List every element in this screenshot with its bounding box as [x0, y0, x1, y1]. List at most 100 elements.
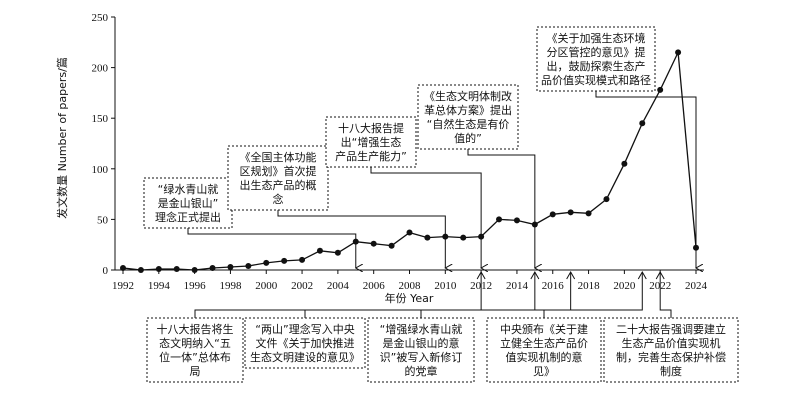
- bottom-annotation-line: 文件《关于加快推进: [256, 336, 355, 350]
- bottom-annotation-box: [367, 317, 475, 383]
- data-point: [657, 86, 664, 93]
- bottom-annotation-arrowhead: [530, 270, 540, 280]
- top-annotation-line: 出生态产品的概: [240, 178, 317, 192]
- bottom-annotation-line: 十八大报告将生: [157, 322, 234, 336]
- x-tick-label: 2018: [578, 280, 601, 292]
- top-annotation-line: 分区管控的意见》提: [547, 45, 646, 59]
- policy-annotations: “绿水青山就是金山银山”理念正式提出《全国主体功能区规划》首次提出生态产品的概念…: [143, 26, 739, 383]
- data-point: [513, 217, 520, 224]
- top-annotation-line: 区规划》首次提: [240, 164, 317, 178]
- bottom-annotation-box: [146, 317, 244, 383]
- top-annotation-arrow: [277, 210, 445, 268]
- bottom-annotation-line: 局: [190, 365, 201, 378]
- data-point: [567, 209, 574, 216]
- y-tick-label: 100: [92, 164, 109, 176]
- bottom-annotation-line: 是金山银山的意: [383, 336, 460, 350]
- x-tick-label: 2008: [399, 280, 422, 292]
- bottom-annotation-arrow: [659, 272, 672, 318]
- bottom-annotation-arrowhead: [655, 270, 665, 280]
- data-point: [263, 259, 270, 266]
- y-tick-label: 200: [92, 63, 109, 75]
- bottom-annotation-line: 生态文明建设的意见》: [250, 350, 360, 364]
- data-point: [675, 49, 682, 56]
- top-annotation-arrow: [187, 228, 356, 268]
- top-annotation-box: [143, 177, 233, 229]
- bottom-annotation-box: [244, 317, 366, 369]
- top-annotation-line: 念: [273, 192, 284, 206]
- x-tick-label: 1998: [219, 280, 242, 292]
- data-point: [424, 234, 431, 241]
- bottom-annotation-arrow: [420, 272, 572, 318]
- bottom-annotation-line: 制度: [660, 364, 682, 378]
- top-annotation-line: 《关于加强生态环境: [547, 31, 646, 45]
- top-annotation-line: “绿水青山就: [158, 182, 219, 196]
- y-axis-title: 发文数量 Number of papers/篇: [55, 57, 69, 219]
- data-point: [137, 267, 144, 273]
- data-point: [388, 242, 395, 249]
- data-point: [639, 120, 646, 127]
- data-point: [334, 249, 341, 256]
- x-tick-label: 2016: [542, 280, 565, 292]
- bottom-annotation-line: 值实现机制的意: [506, 350, 583, 364]
- top-annotation-box: [536, 26, 656, 92]
- bottom-annotation-line: 识”被写入新修订: [380, 350, 463, 364]
- data-point: [191, 267, 198, 273]
- bottom-annotation-box: [603, 317, 739, 383]
- top-annotation-line: 《生态文明体制改: [424, 89, 512, 103]
- data-point: [316, 247, 323, 254]
- top-annotation-arrow: [370, 167, 481, 268]
- data-point: [603, 196, 610, 203]
- y-tick-label: 50: [97, 214, 109, 226]
- x-tick-label: 2002: [291, 280, 313, 292]
- bottom-annotation-line: “增强绿水青山就: [380, 322, 463, 336]
- bottom-annotation-arrowhead: [637, 270, 647, 280]
- data-point: [549, 211, 556, 218]
- bottom-annotation-line: “两山”理念写入中央: [255, 322, 354, 336]
- data-point: [120, 264, 126, 271]
- data-point: [155, 265, 162, 272]
- bottom-annotation-line: 二十大报告强调要建立: [616, 322, 726, 336]
- x-tick-label: 2020: [613, 280, 636, 292]
- y-tick-label: 250: [92, 12, 109, 24]
- data-point: [496, 216, 503, 223]
- bottom-annotation-line: 的党章: [405, 364, 438, 378]
- data-point: [173, 265, 180, 272]
- top-annotation-line: 出“增强生态: [341, 135, 402, 149]
- bottom-annotation-arrow: [194, 272, 482, 318]
- x-axis-title: 年份 Year: [385, 291, 434, 305]
- x-tick-label: 1996: [184, 280, 207, 292]
- top-annotation-line: 值的”: [454, 131, 482, 145]
- x-tick-label: 2004: [327, 280, 350, 292]
- top-annotation-line: 十八大报告提: [338, 121, 404, 135]
- top-annotation-line: 《全国主体功能: [240, 150, 317, 164]
- x-tick-label: 2000: [255, 280, 278, 292]
- top-annotation-line: 产品生产能力”: [335, 149, 407, 163]
- data-point: [281, 257, 288, 264]
- bottom-annotation-arrow: [543, 272, 643, 318]
- x-tick-label: 2010: [434, 280, 457, 292]
- bottom-annotation-line: 态文明纳入“五: [159, 336, 231, 350]
- top-annotation-box: [227, 145, 329, 211]
- data-point: [621, 160, 628, 167]
- data-point: [585, 210, 592, 217]
- bottom-annotation-line: 见》: [533, 365, 555, 378]
- top-annotation-line: 理念正式提出: [155, 210, 221, 224]
- data-point: [227, 263, 234, 270]
- data-point: [209, 264, 216, 271]
- x-tick-label: 1994: [148, 280, 171, 292]
- y-tick-label: 150: [92, 113, 109, 125]
- bottom-annotation-box: [486, 317, 602, 383]
- top-annotation-arrow: [467, 149, 535, 268]
- x-tick-label: 2014: [506, 280, 529, 292]
- bottom-annotation-line: 中央颁布《关于建: [500, 322, 588, 336]
